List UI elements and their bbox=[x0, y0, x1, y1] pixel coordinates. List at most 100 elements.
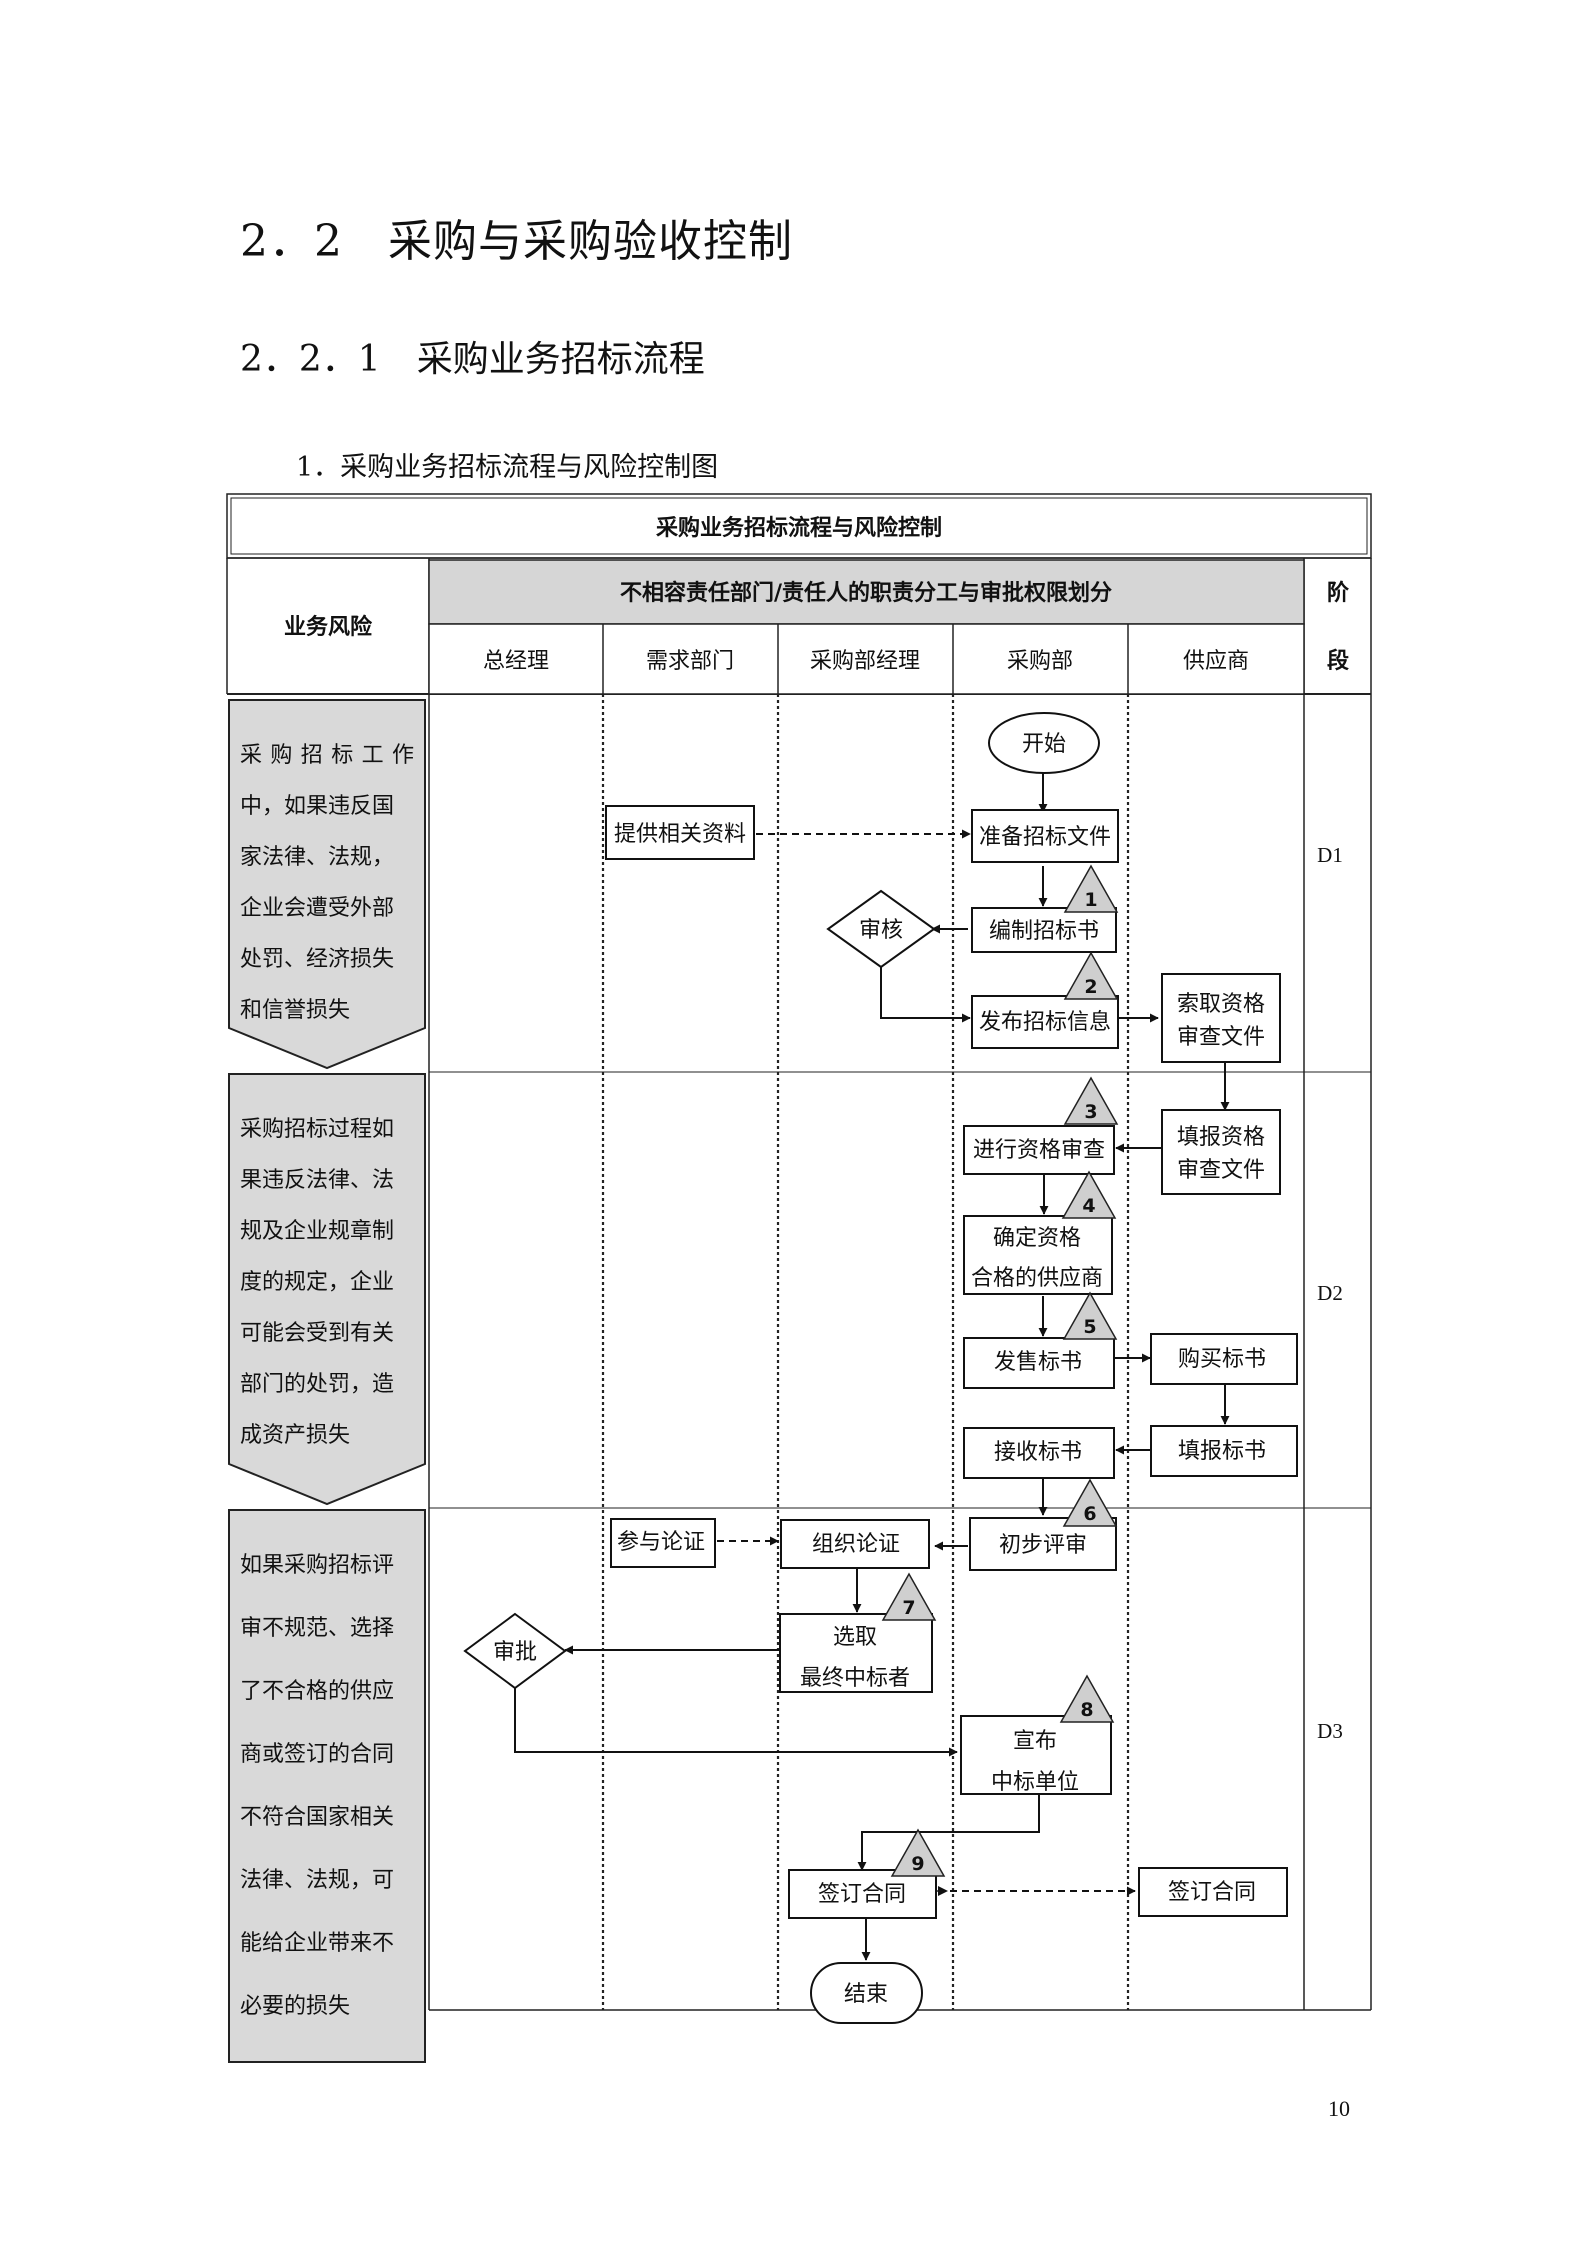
request-qual-label-1: 索取资格 bbox=[1177, 992, 1265, 1017]
sign-contract-box bbox=[788, 1869, 937, 1919]
stage-header-2: 段 bbox=[1327, 648, 1349, 674]
announce-box bbox=[960, 1715, 1112, 1795]
svg-text:不符合国家相关: 不符合国家相关 bbox=[240, 1805, 394, 1830]
receive-bids-box bbox=[963, 1427, 1115, 1479]
risk-box-d2 bbox=[228, 1073, 426, 1506]
lane-purchasing-dept: 采购部 bbox=[1007, 649, 1073, 674]
control-point-7-icon bbox=[881, 1572, 937, 1621]
svg-text:审不规范、选择: 审不规范、选择 bbox=[240, 1616, 394, 1641]
sell-docs-box bbox=[963, 1337, 1115, 1389]
svg-text:成资产损失: 成资产损失 bbox=[240, 1423, 350, 1448]
lane-general-manager: 总经理 bbox=[483, 649, 549, 674]
publish-box bbox=[971, 995, 1119, 1049]
request-qual-box bbox=[1161, 973, 1281, 1063]
svg-text:处罚、经济损失: 处罚、经济损失 bbox=[240, 947, 394, 972]
svg-text:企业会遭受外部: 企业会遭受外部 bbox=[240, 896, 394, 921]
control-point-4-number: 4 bbox=[1082, 1195, 1095, 1217]
review-label: 审核 bbox=[859, 918, 903, 943]
svg-text:采购招标过程如: 采购招标过程如 bbox=[240, 1117, 394, 1142]
fill-qual-label-1: 填报资格 bbox=[1177, 1125, 1265, 1150]
join-demo-box bbox=[610, 1518, 716, 1568]
fill-bids-label: 填报标书 bbox=[1178, 1439, 1266, 1464]
prepare-docs-label: 准备招标文件 bbox=[979, 825, 1111, 850]
organize-demo-box bbox=[780, 1519, 930, 1569]
sign-contract-label: 签订合同 bbox=[818, 1882, 906, 1907]
select-winner-label-2: 最终中标者 bbox=[800, 1666, 910, 1691]
svg-text:和信誉损失: 和信誉损失 bbox=[240, 998, 350, 1023]
stage-label-d1: D1 bbox=[1317, 843, 1343, 867]
stage-header-1: 阶 bbox=[1327, 580, 1350, 606]
supplier-sign-box bbox=[1138, 1867, 1288, 1917]
supplier-sign-label: 签订合同 bbox=[1168, 1880, 1256, 1905]
svg-text:部门的处罚，造: 部门的处罚，造 bbox=[240, 1372, 394, 1397]
buy-docs-label: 购买标书 bbox=[1178, 1347, 1266, 1372]
svg-text:家法律、法规，: 家法律、法规， bbox=[240, 845, 394, 870]
control-point-9-number: 9 bbox=[911, 1853, 924, 1875]
division-header-band bbox=[428, 559, 1305, 625]
fill-qual-box bbox=[1161, 1109, 1281, 1195]
end-terminal bbox=[810, 1962, 923, 2024]
end-label: 结束 bbox=[844, 1982, 888, 2007]
control-point-7-number: 7 bbox=[902, 1597, 915, 1619]
stage-label-d3: D3 bbox=[1317, 1719, 1343, 1743]
request-qual-label-2: 审查文件 bbox=[1177, 1025, 1265, 1050]
table-title: 采购业务招标流程与风险控制 bbox=[656, 515, 942, 541]
start-label: 开始 bbox=[1022, 732, 1066, 757]
risk-box-d3 bbox=[228, 1509, 426, 2063]
arrowhead-left bbox=[938, 1886, 948, 1896]
control-point-8-number: 8 bbox=[1080, 1699, 1093, 1721]
svg-text:必要的损失: 必要的损失 bbox=[240, 1994, 350, 2019]
risk-box-d1 bbox=[228, 699, 426, 1070]
lane-requesting-dept: 需求部门 bbox=[646, 649, 734, 674]
provide-info-box bbox=[605, 805, 755, 860]
stage-label-d2: D2 bbox=[1317, 1281, 1343, 1305]
lane-supplier: 供应商 bbox=[1183, 649, 1249, 674]
svg-text:中，如果违反国: 中，如果违反国 bbox=[240, 794, 394, 819]
sell-docs-label: 发售标书 bbox=[994, 1350, 1082, 1375]
page-number: 10 bbox=[1328, 2096, 1350, 2121]
control-point-3-icon bbox=[1063, 1076, 1119, 1125]
compile-docs-box bbox=[971, 907, 1117, 953]
initial-eval-label: 初步评审 bbox=[999, 1533, 1087, 1558]
qual-check-box bbox=[963, 1125, 1115, 1175]
svg-text:果违反法律、法: 果违反法律、法 bbox=[240, 1168, 394, 1193]
organize-demo-label: 组织论证 bbox=[812, 1532, 900, 1557]
join-demo-label: 参与论证 bbox=[617, 1530, 705, 1555]
buy-docs-box bbox=[1150, 1333, 1298, 1385]
select-winner-box bbox=[779, 1613, 933, 1693]
svg-text:度的规定，企业: 度的规定，企业 bbox=[240, 1270, 394, 1295]
control-point-5-number: 5 bbox=[1083, 1316, 1096, 1338]
receive-bids-label: 接收标书 bbox=[994, 1440, 1082, 1465]
confirm-supplier-box bbox=[963, 1215, 1113, 1295]
select-winner-label-1: 选取 bbox=[833, 1625, 877, 1650]
confirm-supplier-label-1: 确定资格 bbox=[993, 1226, 1081, 1251]
approve-diamond bbox=[463, 1612, 567, 1690]
control-point-6-icon bbox=[1062, 1478, 1118, 1527]
svg-text:如果采购招标评: 如果采购招标评 bbox=[240, 1553, 394, 1578]
risk-text-d2: 采购招标过程如 果违反法律、法 规及企业规章制 度的规定，企业 可能会受到有关 … bbox=[240, 1117, 394, 1448]
control-point-3-number: 3 bbox=[1084, 1101, 1097, 1123]
prepare-docs-box bbox=[971, 809, 1119, 863]
section-heading: 2．2 采购与采购验收控制 bbox=[240, 216, 793, 267]
announce-label-2: 中标单位 bbox=[991, 1770, 1079, 1795]
division-header: 不相容责任部门/责任人的职责分工与审批权限划分 bbox=[620, 580, 1112, 606]
control-point-2-number: 2 bbox=[1084, 976, 1097, 998]
risk-text-d3: 如果采购招标评 审不规范、选择 了不合格的供应 商或签订的合同 不符合国家相关 … bbox=[240, 1553, 394, 2019]
svg-text:了不合格的供应: 了不合格的供应 bbox=[240, 1679, 394, 1704]
qual-check-label: 进行资格审查 bbox=[973, 1138, 1105, 1163]
svg-text:商或签订的合同: 商或签订的合同 bbox=[240, 1742, 394, 1767]
svg-text:可能会受到有关: 可能会受到有关 bbox=[240, 1321, 394, 1346]
lane-header-band bbox=[428, 623, 1305, 695]
control-point-9-icon bbox=[890, 1828, 946, 1877]
control-point-2-icon bbox=[1063, 951, 1119, 1000]
control-point-8-icon bbox=[1059, 1674, 1115, 1723]
confirm-supplier-label-2: 合格的供应商 bbox=[971, 1266, 1103, 1291]
publish-label: 发布招标信息 bbox=[979, 1010, 1111, 1035]
provide-info-label: 提供相关资料 bbox=[614, 822, 746, 847]
control-point-5-icon bbox=[1062, 1291, 1118, 1340]
control-point-1-number: 1 bbox=[1084, 889, 1097, 911]
control-point-1-icon bbox=[1063, 864, 1119, 913]
compile-docs-label: 编制招标书 bbox=[989, 919, 1099, 944]
review-diamond bbox=[826, 889, 936, 969]
